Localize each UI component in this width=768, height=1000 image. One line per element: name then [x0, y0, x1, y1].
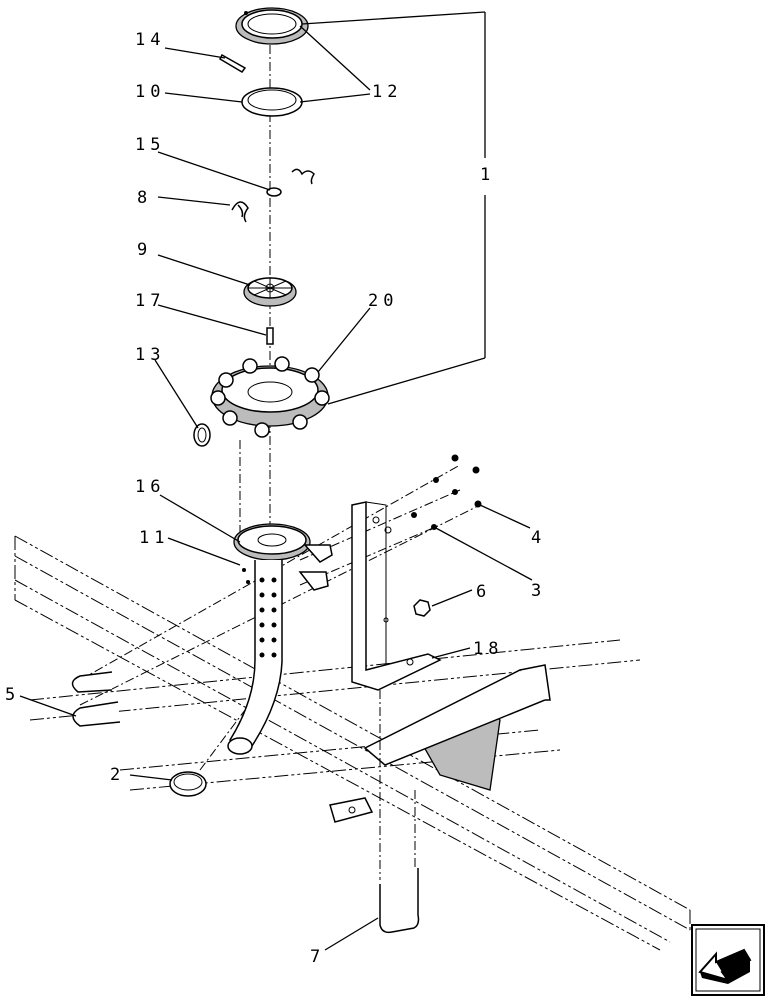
- axis-hw1: [79, 464, 461, 681]
- part-head-20: [210, 356, 330, 438]
- part-flange-16: [233, 523, 333, 591]
- callout-13: 13: [135, 345, 165, 365]
- callout-16: 16: [135, 477, 165, 497]
- part-downtube-11: [227, 560, 283, 755]
- callout-labels: 1 2 3 4 5 6 7 8 9 10 11 12 13 14 15 16 1…: [5, 30, 546, 967]
- callout-12: 12: [372, 82, 402, 102]
- callout-2: 2: [110, 765, 125, 785]
- toolbar-bracket: [329, 664, 551, 823]
- callout-11: 11: [139, 528, 169, 548]
- part-impeller-9: [243, 277, 297, 307]
- callout-18: 18: [473, 639, 503, 659]
- part-nuts-3-4: [411, 454, 482, 530]
- callout-1: 1: [480, 165, 495, 185]
- part-clamp-13: [193, 423, 211, 447]
- callout-8: 8: [137, 188, 152, 208]
- part-ring-10: [241, 87, 303, 117]
- axis-clamp: [199, 709, 246, 771]
- part-ubolt-7: [379, 868, 420, 934]
- callout-15: 15: [135, 135, 165, 155]
- part-pin-17: [266, 327, 274, 345]
- callout-20: 20: [368, 291, 398, 311]
- part-clamp-2: [169, 771, 207, 797]
- callout-3: 3: [531, 581, 546, 601]
- part-nut-6: [413, 599, 431, 617]
- callout-10: 10: [135, 82, 165, 102]
- part-oring-15: [266, 187, 282, 197]
- callout-17: 17: [135, 291, 165, 311]
- callout-6: 6: [476, 582, 491, 602]
- part-clip-8: [231, 168, 315, 223]
- leader-lines: [19, 11, 533, 951]
- part-cap-12: [235, 7, 309, 45]
- callout-4: 4: [531, 528, 546, 548]
- callout-14: 14: [135, 30, 165, 50]
- callout-7: 7: [310, 947, 325, 967]
- callout-5: 5: [5, 685, 20, 705]
- page-arrow-icon[interactable]: [691, 924, 765, 996]
- part-ubolts-5: [71, 671, 121, 727]
- callout-9: 9: [137, 240, 152, 260]
